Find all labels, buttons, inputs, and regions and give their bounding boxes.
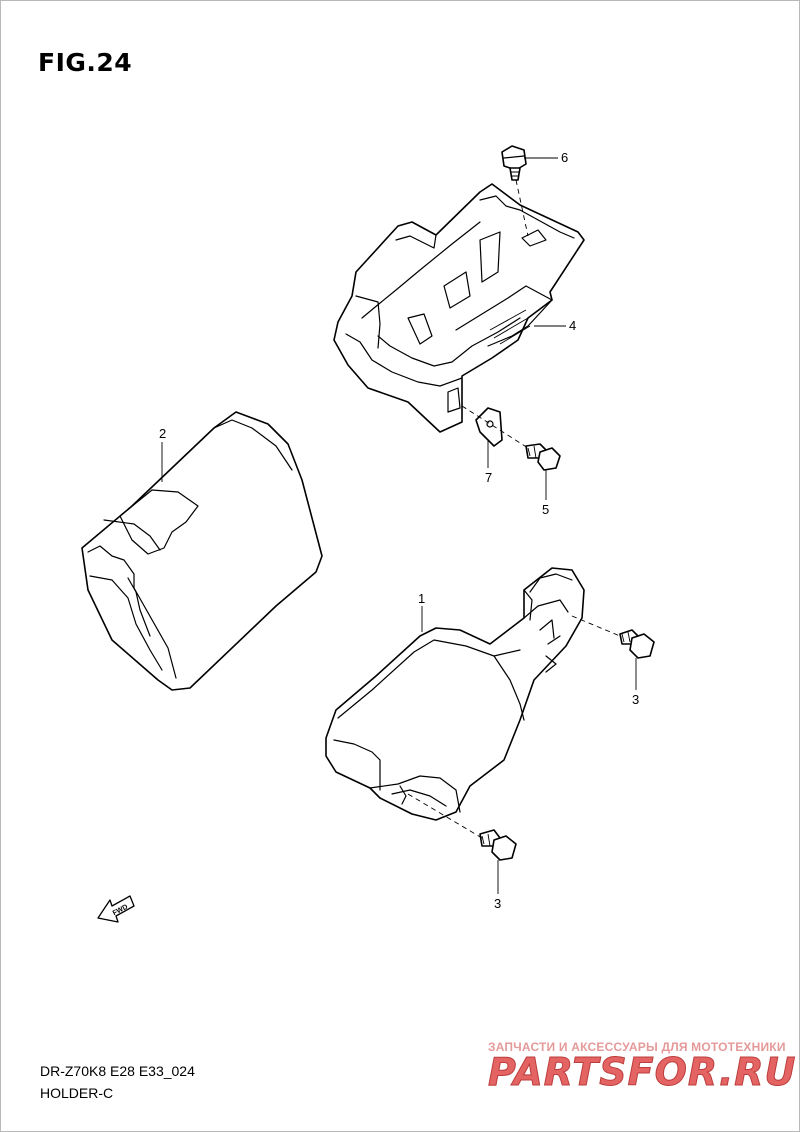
part-3-bolt-bottom	[479, 829, 517, 861]
model-code: DR-Z70K8 E28 E33_024	[40, 1063, 195, 1079]
callout-5: 5	[542, 502, 550, 517]
part-7-bolt	[501, 145, 527, 181]
fwd-arrow-icon: FWD	[97, 895, 135, 923]
watermark-tagline: ЗАПЧАСТИ И АКСЕССУАРЫ ДЛЯ МОТОТЕХНИКИ	[488, 1040, 786, 1054]
callout-1: 1	[418, 591, 426, 606]
watermark-logo: PARTSFOR.RU	[487, 1050, 797, 1095]
callout-6: 7	[485, 470, 493, 485]
figure-title: FIG.24	[38, 48, 133, 77]
part-6-clip	[475, 407, 503, 447]
part-1-main-holder	[325, 567, 585, 821]
part-2-box-cover	[81, 411, 323, 691]
callout-4: 4	[569, 318, 577, 333]
callout-2: 2	[159, 426, 167, 441]
part-4-holder-tray	[333, 183, 585, 433]
part-5-bolt	[525, 443, 561, 471]
section-name: HOLDER-C	[40, 1085, 114, 1101]
callout-3-right: 3	[632, 692, 640, 707]
callout-7: 6	[561, 150, 569, 165]
callout-3-bottom: 3	[494, 896, 502, 911]
part-3-bolt-right	[619, 629, 655, 659]
